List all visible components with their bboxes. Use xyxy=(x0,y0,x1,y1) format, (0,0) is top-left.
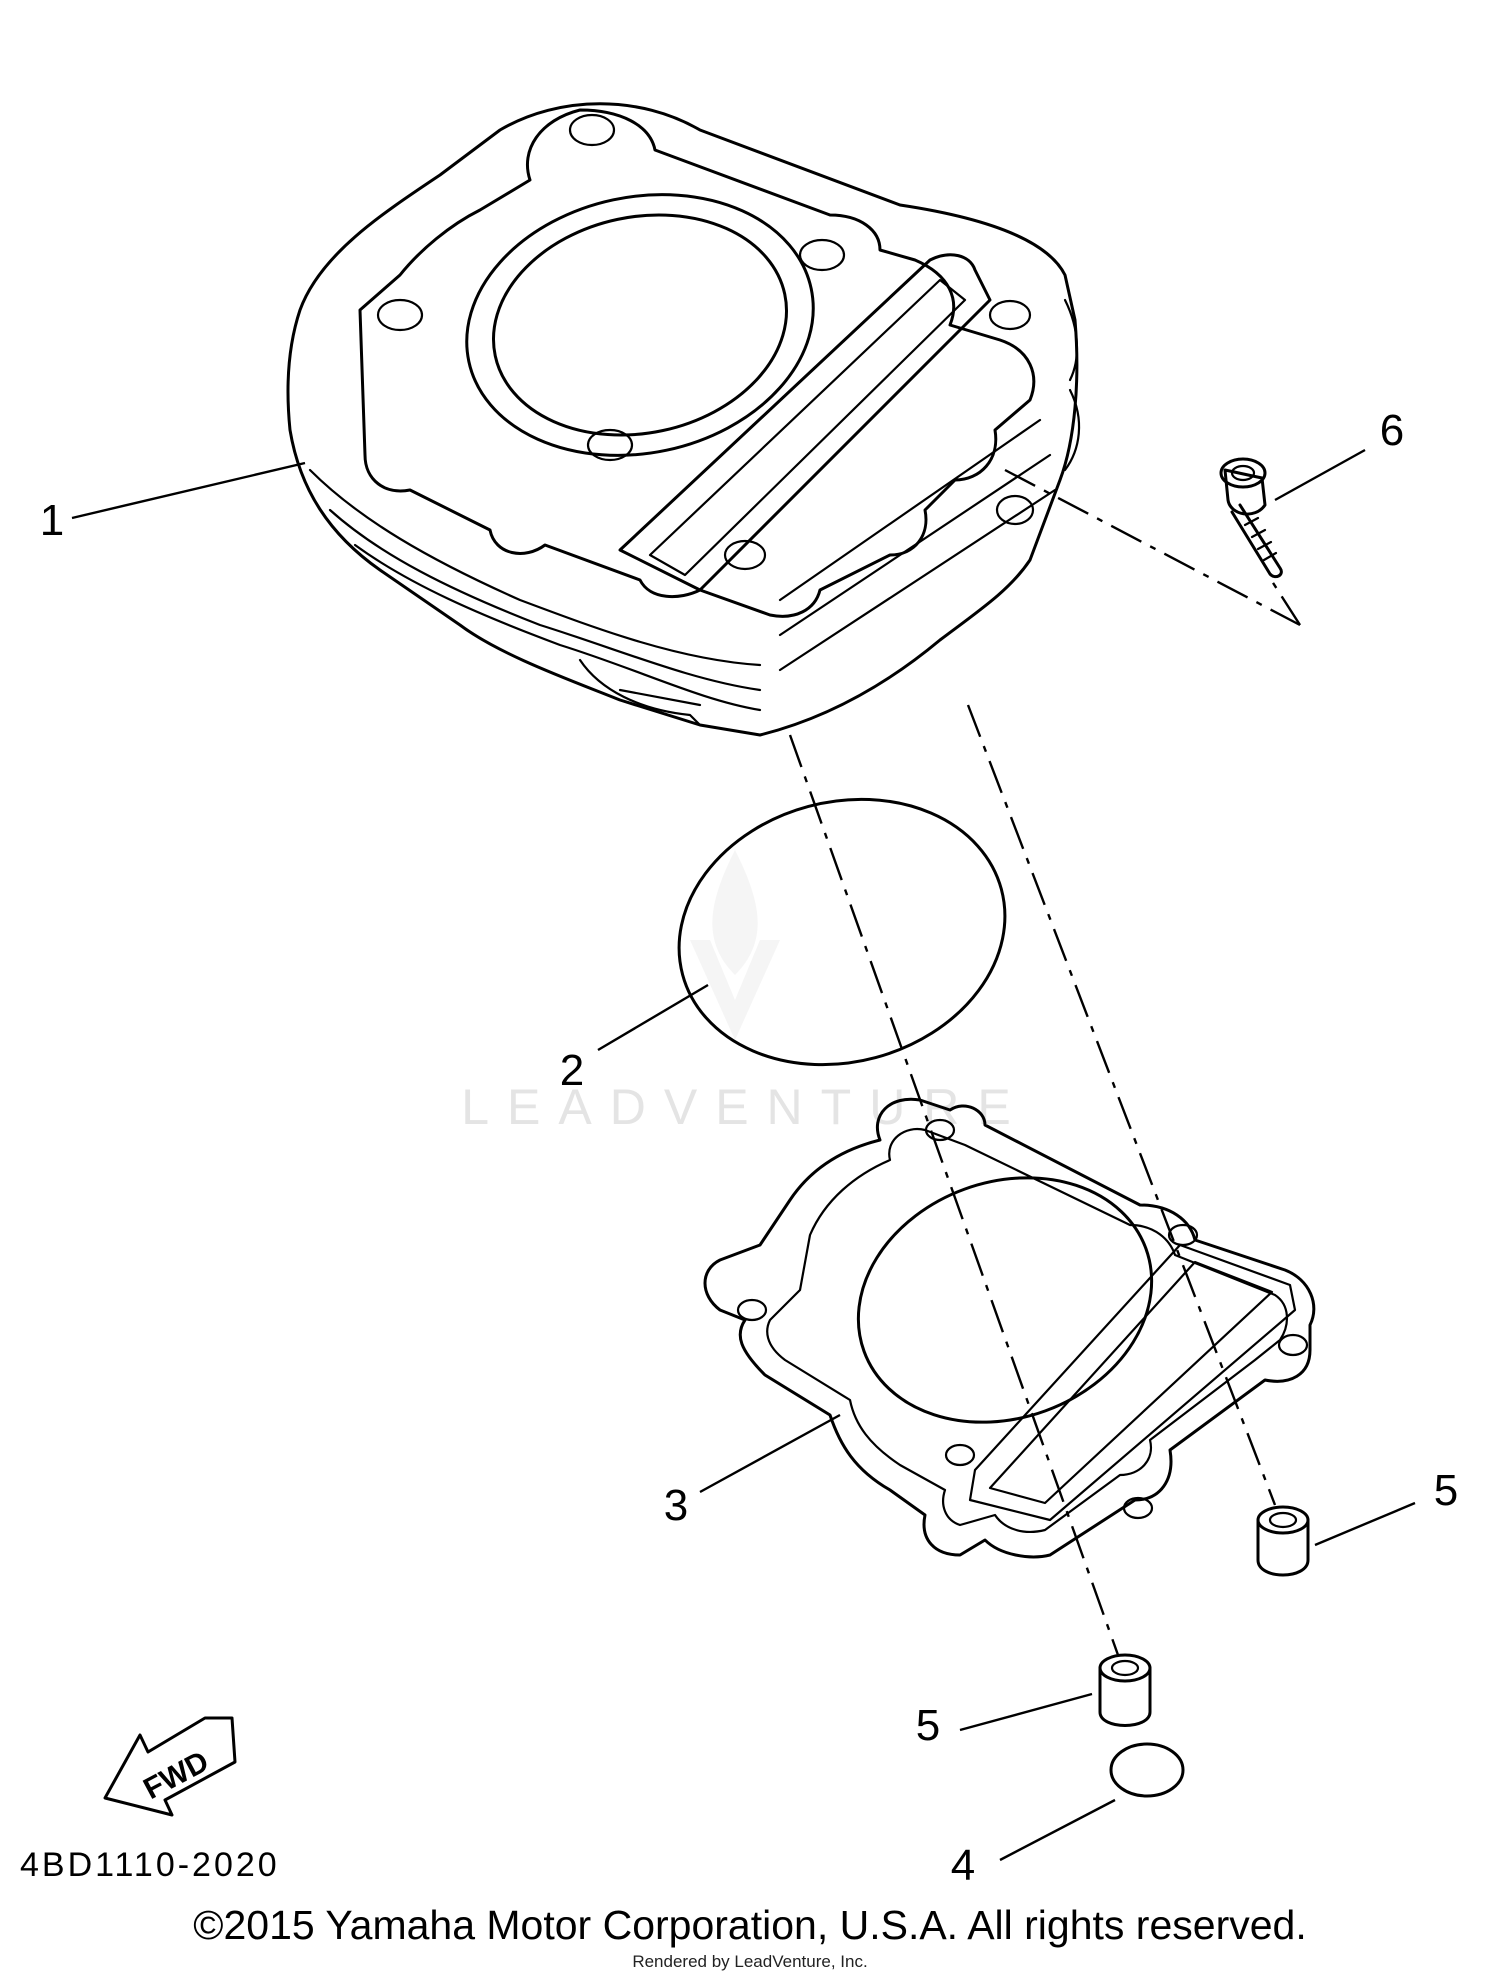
watermark-text: LEADVENTURE xyxy=(461,1079,1029,1135)
leadventure-watermark: LEADVENTURE xyxy=(461,850,1029,1135)
o-ring-part-2 xyxy=(677,797,1007,1067)
callout-4: 4 xyxy=(951,1841,975,1890)
fwd-arrow-icon: FWD xyxy=(103,1716,237,1817)
watermark-logo-icon xyxy=(690,850,780,1040)
copyright-notice: ©2015 Yamaha Motor Corporation, U.S.A. A… xyxy=(193,1902,1307,1948)
plug-part-4 xyxy=(1109,1742,1185,1798)
fwd-label: FWD xyxy=(138,1745,214,1806)
callout-6: 6 xyxy=(1380,406,1404,455)
callout-1: 1 xyxy=(40,496,64,545)
callout-3: 3 xyxy=(664,1481,688,1530)
callout-5-lower: 5 xyxy=(916,1701,940,1750)
leader-lines xyxy=(71,448,1416,1862)
cylinder-part-1 xyxy=(286,102,1081,737)
dowel-pin-part-5-lower xyxy=(1098,1653,1152,1727)
callout-numbers: 1 2 3 4 5 5 6 xyxy=(40,406,1458,1890)
centerlines xyxy=(788,468,1302,1656)
bolt-part-6 xyxy=(1219,457,1283,579)
dowel-pin-part-5-upper xyxy=(1256,1505,1310,1577)
part-code: 4BD1110-2020 xyxy=(20,1846,280,1884)
rendered-by-notice: Rendered by LeadVenture, Inc. xyxy=(632,1952,868,1971)
callout-5-upper: 5 xyxy=(1434,1466,1458,1515)
gasket-part-3 xyxy=(703,1097,1316,1559)
callout-2: 2 xyxy=(560,1046,584,1095)
